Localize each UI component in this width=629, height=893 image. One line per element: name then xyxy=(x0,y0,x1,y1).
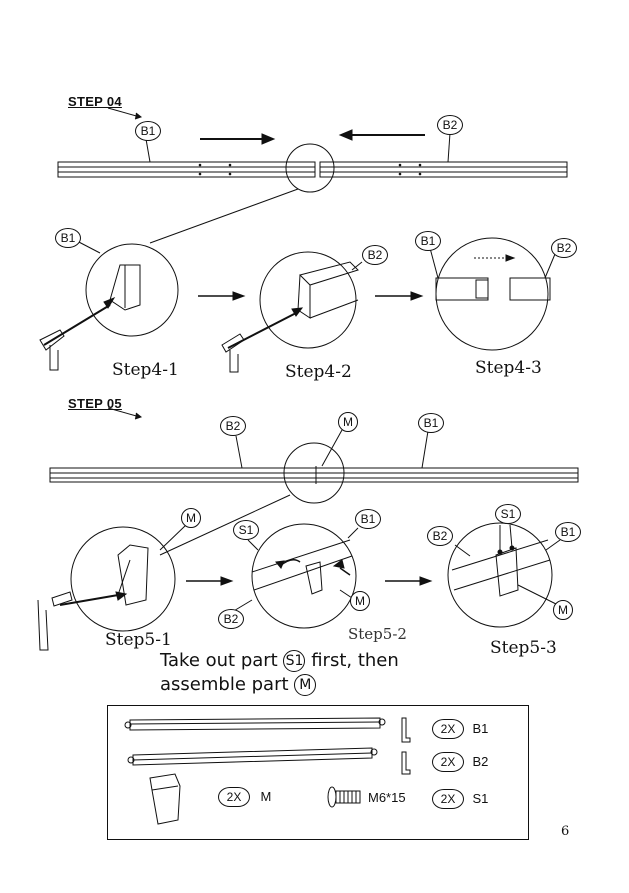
part-b1-row: 2X B1 xyxy=(432,719,488,739)
step5-1-caption: Step5-1 xyxy=(105,630,172,650)
parts-list-box xyxy=(107,705,529,840)
label-b1: B1 xyxy=(55,228,81,248)
step5-2-caption: Step5-2 xyxy=(348,625,407,643)
instruction-part-2: first, then xyxy=(311,650,399,671)
part-b2-qty: 2X xyxy=(432,752,464,772)
part-m-row: 2X M xyxy=(218,787,271,807)
screw-name: M6*15 xyxy=(368,790,406,805)
label-s1: S1 xyxy=(233,520,259,540)
step4-2-caption: Step4-2 xyxy=(285,362,352,382)
step4-pointer xyxy=(107,107,141,118)
step4-joint-circle xyxy=(285,143,335,193)
part-b2-drawing xyxy=(127,747,378,766)
label-b2: B2 xyxy=(218,609,244,629)
label-m: M xyxy=(350,591,370,611)
part-m-qty: 2X xyxy=(218,787,250,807)
screw-drawing xyxy=(327,786,361,808)
step4-rail-b2 xyxy=(319,161,568,178)
label-b2: B2 xyxy=(437,115,463,135)
part-s1-qty: 2X xyxy=(432,789,464,809)
label-s1: S1 xyxy=(495,504,521,524)
label-b1: B1 xyxy=(555,522,581,542)
step5-title: STEP 05 xyxy=(68,396,122,411)
part-s1-row: 2X S1 xyxy=(432,789,488,809)
label-b1: B1 xyxy=(355,509,381,529)
step5-1-circle xyxy=(70,526,176,632)
step5-3-circle xyxy=(447,522,553,628)
part-s1-name: S1 xyxy=(472,791,489,806)
part-s1-tag: S1 xyxy=(283,650,306,672)
step5-2-circle xyxy=(251,523,357,629)
step4-3-circle xyxy=(435,237,549,351)
b1-profile-icon xyxy=(401,717,411,743)
step5-3-caption: Step5-3 xyxy=(490,638,557,658)
label-b2: B2 xyxy=(220,416,246,436)
label-m: M xyxy=(553,600,573,620)
step5-rail xyxy=(49,466,579,484)
label-b1: B1 xyxy=(135,121,161,141)
b2-profile-icon xyxy=(401,751,411,775)
label-b2: B2 xyxy=(427,526,453,546)
label-b2: B2 xyxy=(551,238,577,258)
instruction-part-3: assemble part xyxy=(160,674,289,695)
part-m-name: M xyxy=(260,789,272,804)
step4-2-circle xyxy=(259,251,357,349)
part-b1-drawing xyxy=(124,717,386,731)
step5-joint-circle xyxy=(283,442,345,504)
part-b2-name: B2 xyxy=(472,754,489,769)
step4-title: STEP 04 xyxy=(68,94,122,109)
part-b2-row: 2X B2 xyxy=(432,752,488,772)
instruction-line-1: Take out part S1 first, then xyxy=(160,649,460,673)
part-b1-qty: 2X xyxy=(432,719,464,739)
part-b1-name: B1 xyxy=(472,721,489,736)
instruction-line-2: assemble part M xyxy=(160,673,460,697)
step4-1-caption: Step4-1 xyxy=(112,360,179,380)
label-b2: B2 xyxy=(362,245,388,265)
part-m-tag: M xyxy=(294,674,317,696)
label-m: M xyxy=(338,412,358,432)
label-b1: B1 xyxy=(415,231,441,251)
step4-3-caption: Step4-3 xyxy=(475,358,542,378)
step4-1-circle xyxy=(85,243,179,337)
page-number: 6 xyxy=(561,824,570,839)
part-m-drawing xyxy=(149,773,181,825)
step4-rail-b1 xyxy=(57,161,316,178)
label-b1: B1 xyxy=(418,413,444,433)
label-m: M xyxy=(181,508,201,528)
instruction-text: Take out part S1 first, then assemble pa… xyxy=(160,649,460,697)
instruction-part-1: Take out part xyxy=(160,650,278,671)
